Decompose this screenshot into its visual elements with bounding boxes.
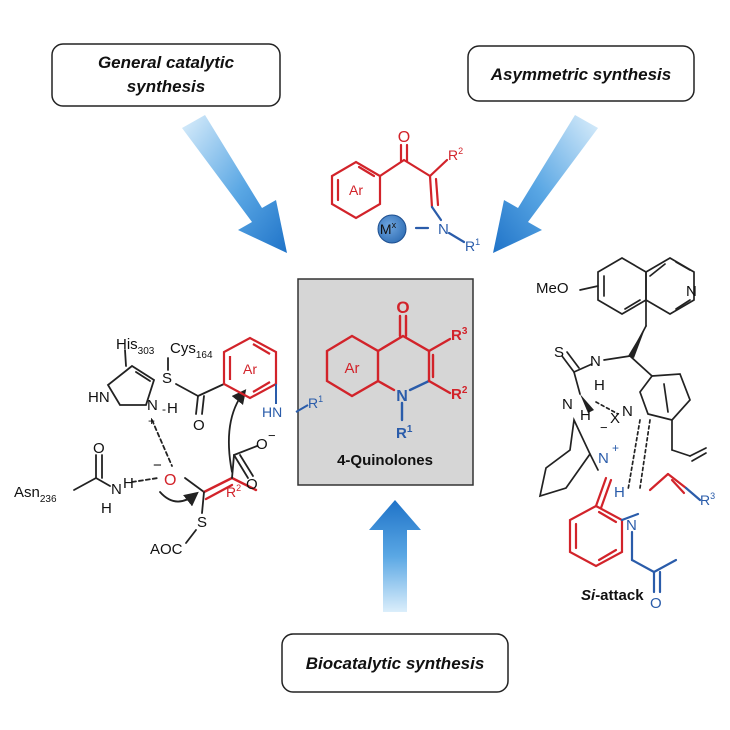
cys-label: Cys164	[170, 340, 213, 361]
meo-label: MeO	[536, 280, 569, 297]
substrate-r3-label: R3	[700, 491, 715, 508]
enolate-r2-label: R2	[226, 483, 241, 500]
quinolone-r1-label: R1	[396, 424, 413, 442]
amide-o-label: O	[650, 595, 662, 612]
quinuclidine-n-label: N	[622, 403, 633, 420]
iminium-plus: +	[612, 441, 619, 455]
his-n-label: N	[147, 397, 158, 414]
metal-complex-structure	[330, 143, 466, 244]
enolate-minus: −	[153, 457, 162, 474]
iminium-h-label: H	[614, 484, 625, 501]
anion-minus: −	[600, 420, 608, 435]
thiourea-h-label: H	[594, 377, 605, 394]
his-h-label: H	[167, 400, 178, 417]
carboxylate-o-neg-label: O	[256, 436, 268, 453]
carboxylate-neg: −	[268, 428, 276, 443]
metal-complex-ar-label: Ar	[349, 182, 363, 198]
aoc-s-label: S	[197, 514, 207, 531]
arrow-biocatalytic-to-center	[369, 500, 421, 612]
thiourea-h2-label: H	[580, 407, 591, 424]
anion-x-label: X	[610, 410, 620, 427]
enzyme-n-r1-bond	[295, 404, 309, 413]
biocatalytic-box-label: Biocatalytic synthesis	[306, 654, 485, 673]
iminium-n-label: N	[598, 450, 609, 467]
asn-o-label: O	[93, 440, 105, 457]
metal-complex-n-label: N	[438, 221, 449, 238]
thiourea-s-label: S	[554, 344, 564, 361]
metal-complex-r1-label: R1	[465, 237, 480, 254]
his-n-h-dash: -	[162, 402, 166, 416]
quinolone-n-label: N	[396, 388, 408, 405]
enzyme-ar-label: Ar	[243, 361, 257, 377]
catalyst-stereo-wedges	[580, 326, 646, 413]
biocatalytic-synthesis-box: Biocatalytic synthesis	[281, 633, 509, 693]
si-attack-caption: Si-attack	[581, 587, 644, 604]
his-label: His303	[116, 336, 155, 357]
arrow-asymmetric-to-center	[493, 115, 598, 253]
metal-complex-r2-label: R2	[448, 146, 463, 163]
quinoline-n-label: N	[686, 283, 697, 300]
asymmetric-synthesis-box: Asymmetric synthesis	[467, 45, 695, 102]
substrate-structure	[568, 472, 702, 594]
asn-nh-label: H	[101, 500, 112, 517]
center-title: 4-Quinolones	[337, 452, 433, 469]
quinolone-structure	[325, 314, 452, 422]
general-box-line2: synthesis	[127, 77, 205, 96]
enzyme-active-site	[73, 349, 258, 544]
metal-label: Mx	[380, 220, 397, 237]
general-synthesis-box: General catalytic synthesis	[51, 43, 281, 107]
quinolone-r2-label: R2	[451, 385, 468, 403]
enzyme-r1-label: R1	[308, 394, 323, 411]
metal-complex-o-label: O	[398, 129, 410, 146]
cys-s-label: S	[162, 370, 172, 387]
enzyme-hn-label: HN	[262, 404, 282, 420]
thiourea-n-label: N	[590, 353, 601, 370]
his-plus: +	[148, 414, 155, 428]
thiourea-n2-label: N	[562, 396, 573, 413]
quinolone-r3-label: R3	[451, 326, 468, 344]
his-hn-label: HN	[88, 389, 110, 406]
enolate-o-label: O	[164, 472, 176, 489]
hbond-h-label: H	[123, 475, 134, 492]
quinolone-o-label: O	[396, 298, 409, 317]
carboxylate-o-label: O	[246, 476, 258, 493]
amide-n-label: N	[626, 517, 637, 534]
general-box-line1: General catalytic	[98, 53, 235, 72]
arrow-general-to-center	[182, 115, 287, 253]
asymmetric-box-label: Asymmetric synthesis	[490, 65, 671, 84]
aoc-label: AOC	[150, 541, 183, 558]
asn-n-label: N	[111, 481, 122, 498]
cys-o-label: O	[193, 417, 205, 434]
asn-label: Asn236	[14, 484, 57, 505]
enzyme-aryl-ring	[222, 336, 278, 400]
quinolone-ar-label: Ar	[345, 360, 360, 377]
